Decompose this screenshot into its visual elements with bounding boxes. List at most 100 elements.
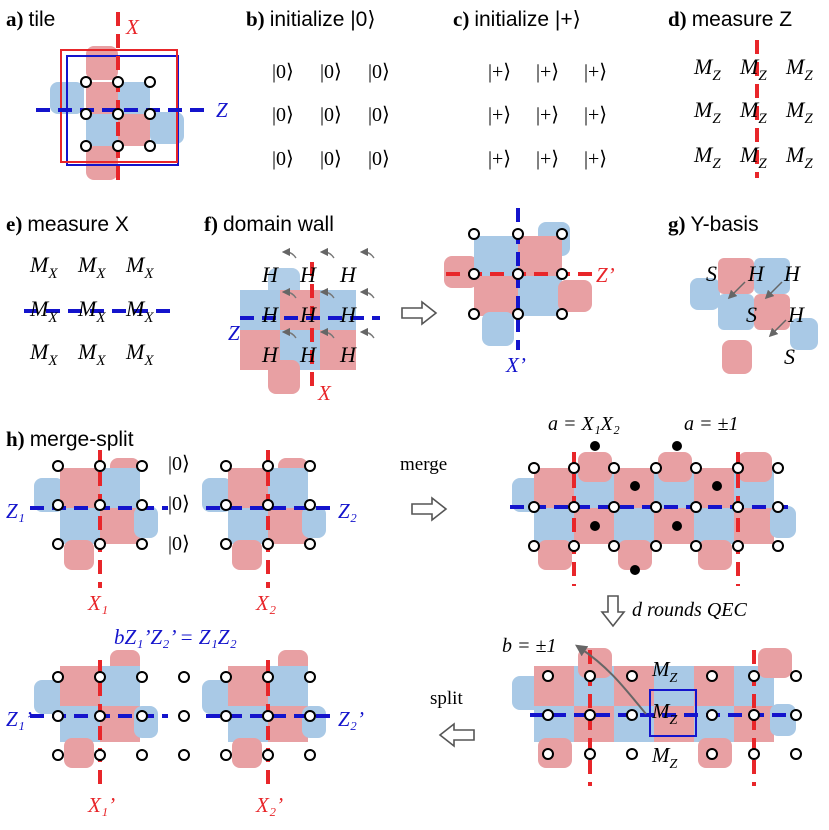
panel-c-grid: |+⟩ |+⟩ |+⟩ |+⟩ |+⟩ |+⟩ |+⟩ |+⟩ |+⟩ [488, 61, 607, 170]
panel-h-a-eq: a = X₁X₂ [548, 413, 620, 435]
panel-a-title: tile [29, 8, 56, 31]
svg-text:e)measure X: e)measure X [6, 212, 129, 236]
panel-h-b-val: b = ±1 [502, 635, 556, 657]
panel-f-zp-label: Z’ [596, 263, 615, 287]
svg-text:H: H [261, 342, 279, 367]
panel-a-letter: a) [6, 7, 24, 31]
panel-h-mz-box [649, 689, 697, 737]
panel-h-z2p-label: Z₂’ [338, 707, 364, 731]
svg-text:MZ: MZ [739, 142, 767, 172]
panel-h-b-eq: bZ₁’Z₂’ = Z₁Z₂ [114, 625, 237, 649]
panel-b-grid: |0⟩ |0⟩ |0⟩ |0⟩ |0⟩ |0⟩ |0⟩ |0⟩ |0⟩ [272, 61, 390, 170]
panel-c-cell: |+⟩ [488, 104, 511, 126]
svg-text:MZ: MZ [651, 657, 678, 686]
svg-text:H: H [339, 262, 357, 287]
svg-text:MX: MX [77, 339, 106, 369]
svg-text:|0⟩: |0⟩ [168, 493, 190, 515]
panel-e-letter: e) [6, 212, 22, 236]
panel-g-letter: g) [668, 212, 686, 236]
panel-h-x2-label: X₂ [255, 591, 276, 615]
panel-b-cell: |0⟩ [368, 148, 390, 170]
svg-text:a)tile: a)tile [6, 7, 55, 31]
svg-text:MX: MX [77, 252, 106, 282]
panel-f-z-label: Z [228, 321, 240, 345]
svg-text:H: H [261, 262, 279, 287]
svg-text:MX: MX [125, 339, 154, 369]
svg-text:MX: MX [29, 252, 58, 282]
panel-c-letter: c) [453, 7, 469, 31]
svg-text:MZ: MZ [785, 54, 813, 84]
panel-d: d)measure Z MZ MZ MZ MZ MZ MZ MZ MZ MZ [668, 7, 813, 178]
svg-text:b)initialize |0⟩: b)initialize |0⟩ [246, 7, 376, 31]
svg-text:|0⟩: |0⟩ [168, 453, 190, 475]
panel-c-cell: |+⟩ [536, 61, 559, 83]
svg-text:MZ: MZ [651, 699, 678, 728]
panel-b-cell: |0⟩ [368, 104, 390, 126]
svg-text:d rounds QEC: d rounds QEC [632, 599, 747, 621]
svg-text:MZ: MZ [785, 97, 813, 127]
panel-b-cell: |0⟩ [320, 104, 342, 126]
svg-text:H: H [339, 342, 357, 367]
panel-h-x2p-label: X₂’ [255, 793, 283, 817]
svg-text:MZ: MZ [693, 54, 721, 84]
panel-c-cell: |+⟩ [536, 148, 559, 170]
panel-h-z1p-label: Z₁’ [6, 707, 32, 731]
panel-a-x-label: X [125, 15, 140, 39]
panel-g: g)Y-basis S H H S H S [668, 212, 818, 374]
panel-h-letter: h) [6, 427, 25, 451]
svg-text:g)Y-basis: g)Y-basis [668, 212, 759, 236]
panel-f-xp-label: X’ [505, 353, 526, 377]
panel-b-cell: |0⟩ [272, 148, 294, 170]
svg-text:MZ: MZ [739, 97, 767, 127]
panel-h-x1-label: X₁ [87, 591, 108, 615]
svg-text:f)domain wall: f)domain wall [204, 212, 334, 236]
panel-e: e)measure X MX MX MX MX MX MX MX MX MX [6, 212, 176, 369]
panel-h-qec-arrow [600, 595, 626, 628]
panel-h-z2-label: Z₂ [338, 499, 357, 523]
panel-b-letter: b) [246, 7, 265, 31]
svg-text:S: S [746, 302, 757, 327]
panel-h-split-label: split [430, 688, 463, 709]
panel-h-x1p-label: X₁’ [87, 793, 115, 817]
panel-e-grid: MX MX MX MX MX MX MX MX MX [29, 252, 154, 369]
svg-text:H: H [787, 302, 805, 327]
svg-text:MZ: MZ [785, 142, 813, 172]
svg-text:d)measure Z: d)measure Z [668, 7, 792, 31]
panel-c: c)initialize |+⟩ |+⟩ |+⟩ |+⟩ |+⟩ |+⟩ |+⟩… [453, 7, 607, 170]
panel-c-cell: |+⟩ [488, 148, 511, 170]
svg-text:MZ: MZ [651, 743, 678, 772]
panel-c-cell: |+⟩ [584, 148, 607, 170]
panel-c-cell: |+⟩ [488, 61, 511, 83]
panel-g-title: Y-basis [691, 213, 759, 236]
svg-text:H: H [299, 342, 317, 367]
svg-text:c)initialize |+⟩: c)initialize |+⟩ [453, 7, 581, 31]
panel-h-qec-label: d rounds QEC [632, 599, 747, 621]
svg-text:H: H [299, 262, 317, 287]
panel-e-title: measure X [27, 213, 129, 236]
panel-d-letter: d) [668, 7, 687, 31]
panel-h-merge-label: merge [400, 454, 447, 475]
panel-h: h)merge-split Z₁ X₁ |0⟩ |0⟩ |0⟩ [6, 413, 802, 817]
svg-text:S: S [706, 261, 717, 286]
panel-h-title: merge-split [30, 428, 134, 451]
panel-f-arrow [401, 300, 438, 326]
panel-f-x-label: X [317, 381, 332, 405]
panel-b-cell: |0⟩ [320, 61, 342, 83]
panel-c-title: initialize |+⟩ [474, 8, 580, 31]
svg-text:H: H [299, 302, 317, 327]
panel-c-cell: |+⟩ [536, 104, 559, 126]
panel-a-z-label: Z [216, 98, 228, 122]
panel-b-cell: |0⟩ [272, 61, 294, 83]
svg-text:MZ: MZ [693, 142, 721, 172]
panel-b-cell: |0⟩ [272, 104, 294, 126]
svg-text:H: H [339, 302, 357, 327]
panel-h-split-arrow [438, 722, 475, 748]
svg-text:MX: MX [125, 252, 154, 282]
panel-d-title: measure Z [692, 8, 793, 31]
panel-h-merge-arrow [411, 496, 448, 522]
svg-text:H: H [783, 261, 801, 286]
panel-h-a-val: a = ±1 [684, 413, 738, 435]
panel-c-cell: |+⟩ [584, 104, 607, 126]
